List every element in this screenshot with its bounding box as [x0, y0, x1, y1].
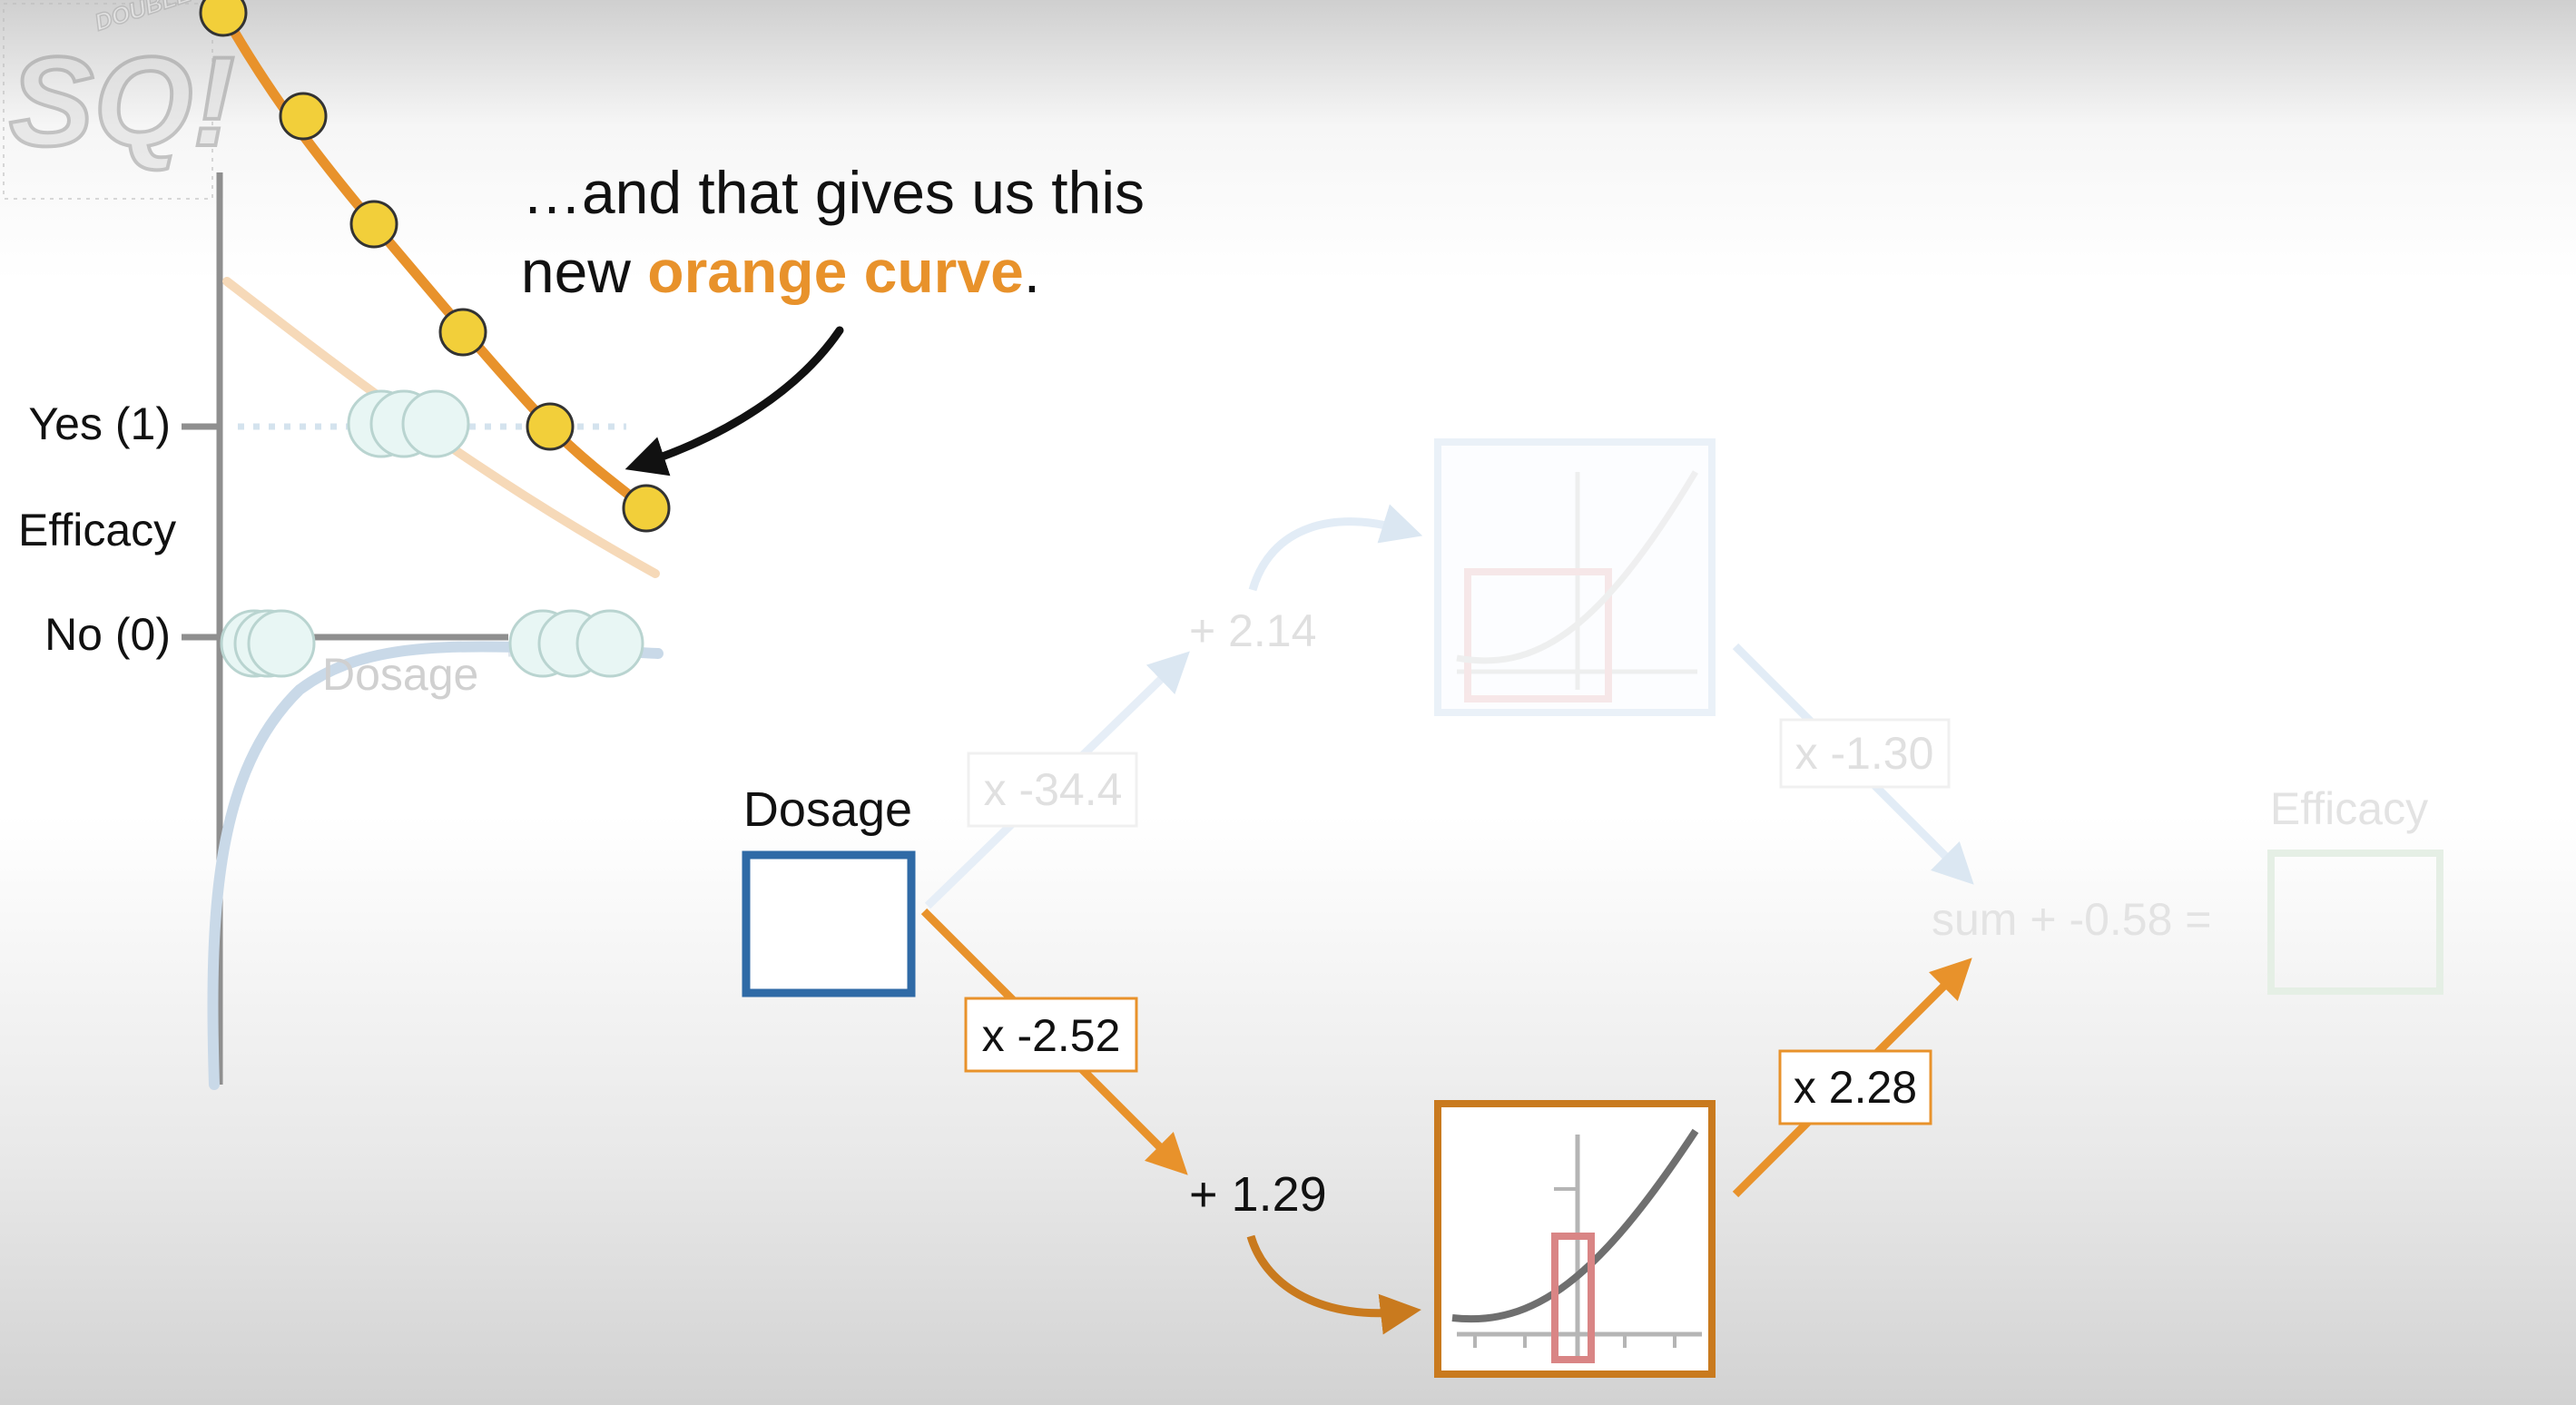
activation-highlight-box: [1551, 1233, 1595, 1363]
no-data-points: [220, 609, 644, 678]
bottom-weight-in: x -2.52: [982, 1010, 1121, 1061]
caption-line-2-pre: new: [521, 238, 647, 305]
top-bias: + 2.14: [1189, 605, 1316, 656]
top-activation-box: [1434, 438, 1716, 716]
top-weight-in-box: [967, 752, 1138, 828]
top-activation-plot: [1456, 470, 1699, 702]
bottom-bias-arrow: [1246, 1234, 1421, 1335]
bottom-weight-out-box: [1778, 1049, 1932, 1125]
yes-data-points: [347, 389, 470, 458]
y-axis-label: Efficacy: [18, 505, 176, 555]
curve-point: [279, 92, 328, 141]
sq-logo-main: SQ!: [9, 30, 235, 172]
no-point: [575, 609, 644, 678]
output-box: [2267, 850, 2443, 995]
top-weight-out: x -1.30: [1795, 728, 1934, 779]
x-axis-label: Dosage: [322, 649, 478, 700]
curve-point: [199, 0, 248, 37]
top-bias-arrow: [1248, 504, 1423, 592]
caption-line-1: …and that gives us this: [522, 159, 1145, 226]
output-label: Efficacy: [2270, 783, 2428, 834]
faded-blue-curve: [207, 641, 664, 1090]
efficacy-graph: Yes (1) Efficacy No (0) Dosage: [18, 0, 671, 1090]
no-point: [247, 609, 316, 678]
caption-line-2: new orange curve.: [521, 238, 1040, 305]
caption-arrow: [624, 326, 844, 477]
curve-point: [622, 484, 671, 533]
top-weight-in: x -34.4: [984, 764, 1123, 815]
curve-point: [349, 200, 398, 249]
top-weight-out-box: [1779, 718, 1951, 789]
bottom-weight-out: x 2.28: [1794, 1062, 1917, 1113]
bottom-bias: + 1.29: [1189, 1167, 1327, 1222]
bottom-weight-in-box: [964, 997, 1138, 1073]
y-tick-yes: Yes (1): [28, 398, 171, 449]
caption-line-2-post: .: [1024, 238, 1040, 305]
yes-point: [401, 389, 470, 458]
bottom-activation-plot: [1451, 1128, 1702, 1363]
input-label: Dosage: [743, 782, 912, 837]
caption: …and that gives us this new orange curve…: [521, 159, 1145, 477]
orange-curve-points: [199, 0, 671, 533]
curve-point: [526, 402, 575, 451]
dosage-input-box[interactable]: [742, 850, 916, 997]
y-tick-no: No (0): [44, 609, 171, 660]
caption-highlight: orange curve: [647, 238, 1024, 305]
sum-label: sum + -0.58 =: [1932, 894, 2212, 945]
neural-network: x -34.4 + 2.14 x -1.30 sum + -0.58 = Eff…: [742, 438, 2443, 1378]
curve-point: [438, 308, 487, 357]
